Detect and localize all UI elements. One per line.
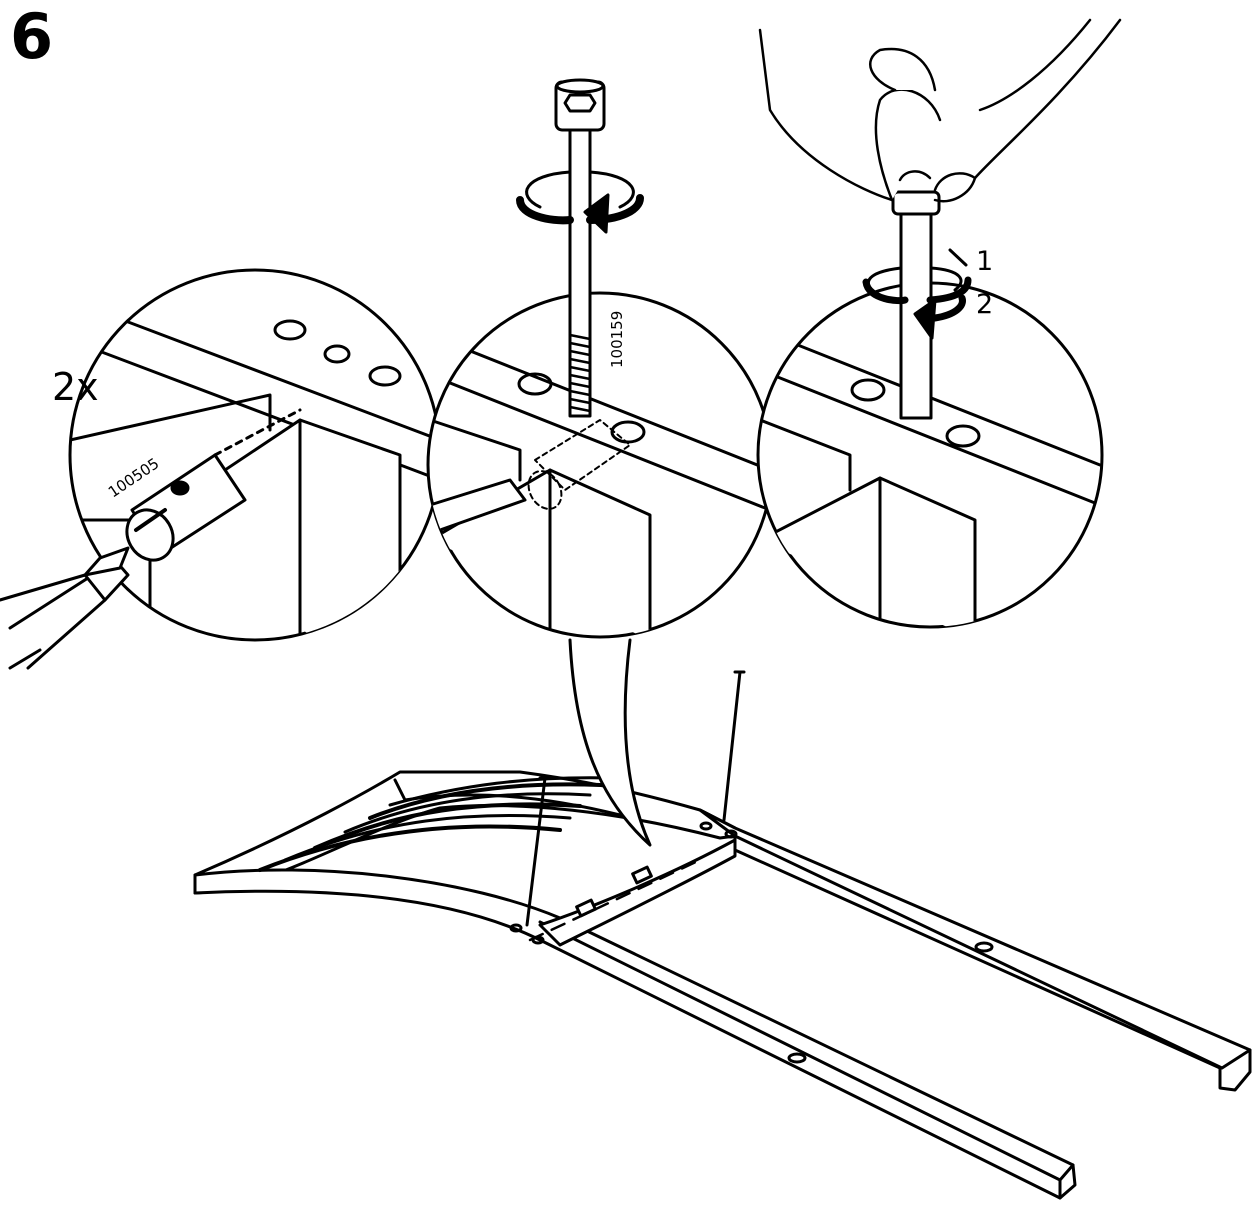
quantity-label: 2x (52, 365, 99, 409)
rotation-step-2: 2 (976, 289, 994, 320)
rotation-step-1: 1 (976, 246, 994, 277)
rotation-arrow-icon (862, 248, 972, 340)
detail-circle-middle (426, 291, 774, 639)
hand-icon (758, 18, 1122, 203)
chair-frame (193, 670, 1252, 1200)
cam-barrel-nut (125, 453, 247, 562)
rotation-arrow-icon (516, 170, 644, 234)
callout-pointer (568, 638, 652, 847)
screwdriver-icon (0, 558, 130, 670)
part-number-bolt: 100159 (608, 310, 626, 368)
step-number: 6 (10, 0, 54, 73)
bolt-100159 (554, 78, 606, 418)
screwdriver-icon (83, 546, 130, 577)
